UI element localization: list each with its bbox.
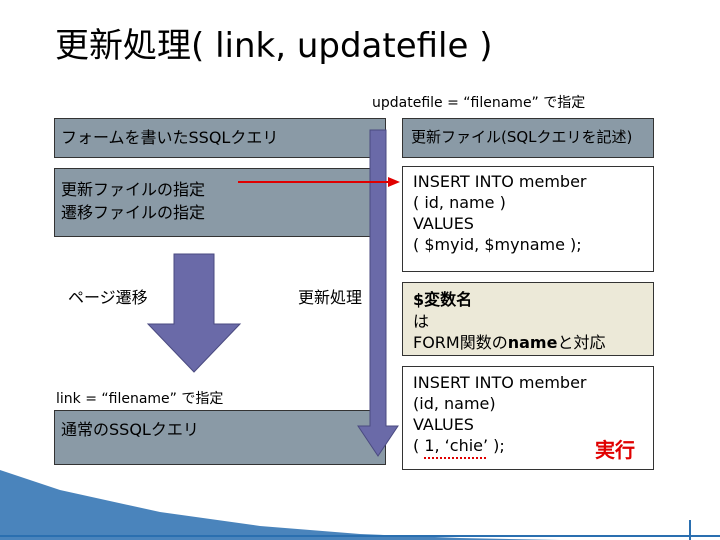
insert2-line1: INSERT INTO member [413,373,587,392]
form-query-box: フォームを書いたSSQLクエリ [54,118,386,158]
insert2-line2: (id, name) [413,394,496,413]
page-transition-label: ページ遷移 [68,288,148,307]
file-spec-line1: 更新ファイルの指定 [61,180,206,199]
update-file-box: 更新ファイル(SQLクエリを記述) [402,118,654,158]
footer-wave [0,470,560,540]
file-spec-line2: 遷移ファイルの指定 [61,203,206,222]
file-spec-box: 更新ファイルの指定 遷移ファイルの指定 [54,168,386,237]
insert1-line1: INSERT INTO member [413,172,587,191]
variable-line3-bold: name [507,333,558,352]
link-caption: link = “filename” で指定 [56,391,224,407]
insert1-line3: VALUES [413,214,474,233]
update-process-label: 更新処理 [298,288,363,307]
page-title: 更新処理( link, updatefile ) [55,26,493,66]
red-link-arrow-head [388,177,400,187]
variable-line3-suffix: と対応 [557,333,606,352]
normal-query-label: 通常のSSQLクエリ [61,420,199,439]
insert2-line4: ( 1, ‘chie’ ); [413,436,505,455]
execute-label: 実行 [595,438,635,462]
form-query-label: フォームを書いたSSQLクエリ [61,128,279,147]
update-process-arrow [357,129,399,457]
insert-query-box-2: INSERT INTO member (id, name) VALUES ( 1… [402,366,654,470]
update-file-label: 更新ファイル(SQLクエリを記述) [411,128,633,146]
insert2-line3: VALUES [413,415,474,434]
variable-line3: FORM関数のnameと対応 [413,332,605,353]
normal-query-box: 通常のSSQLクエリ [54,410,386,465]
insert1-line2: ( id, name ) [413,193,506,212]
variable-line3-prefix: FORM関数の [413,333,508,352]
variable-line1: $変数名 [413,290,473,309]
insert1-line4: ( $myid, $myname ); [413,235,582,254]
page-transition-arrow [146,253,242,373]
insert-query-box-1: INSERT INTO member ( id, name ) VALUES (… [402,166,654,272]
variable-note-box: $変数名 は FORM関数のnameと対応 [402,282,654,356]
variable-line2: は [413,312,430,331]
updatefile-caption: updatefile = “filename” で指定 [372,95,586,111]
